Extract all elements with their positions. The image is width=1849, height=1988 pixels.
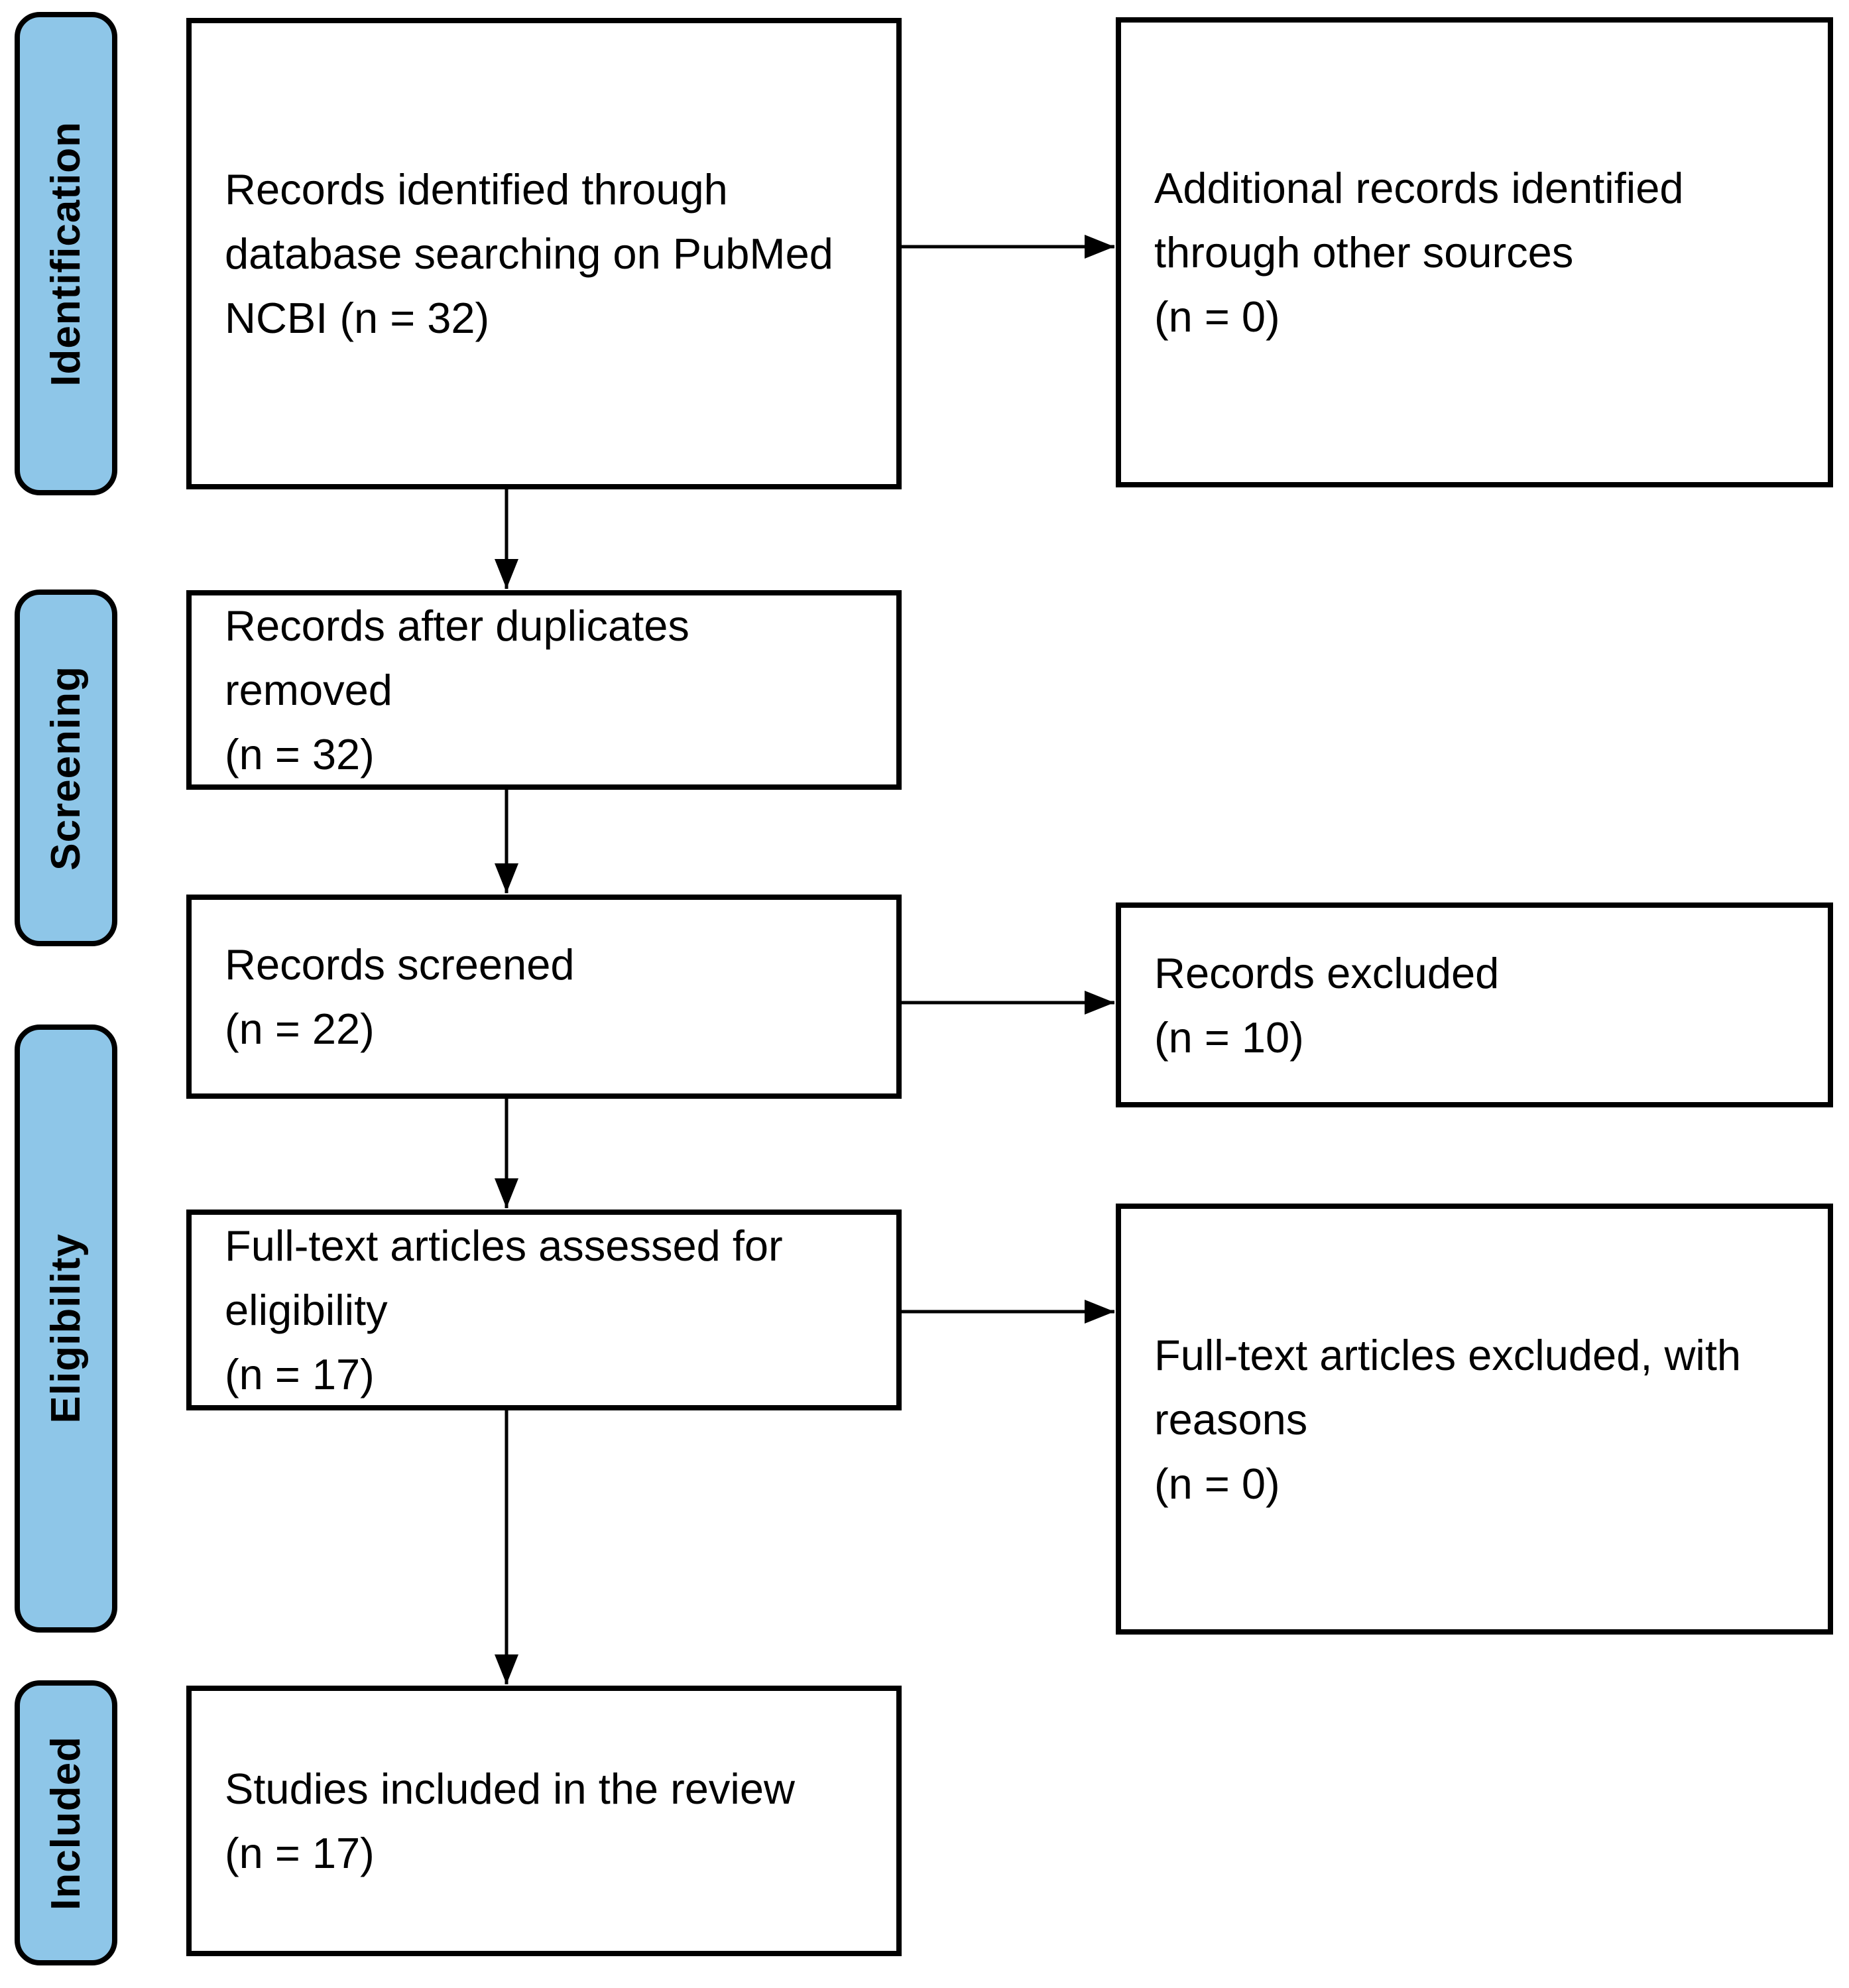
stage-eligibility: Eligibility xyxy=(15,1025,117,1633)
box-records-after-duplicates-text: Records after duplicates removed (n = 32… xyxy=(225,601,689,778)
box-records-screened-text: Records screened (n = 22) xyxy=(225,940,575,1053)
box-studies-included-text: Studies included in the review (n = 17) xyxy=(225,1765,795,1877)
stage-included-label: Included xyxy=(43,1735,89,1910)
stage-included: Included xyxy=(15,1680,117,1965)
box-fulltext-excluded: Full-text articles excluded, with reason… xyxy=(1116,1204,1833,1635)
box-fulltext-assessed: Full-text articles assessed for eligibil… xyxy=(186,1210,902,1410)
box-additional-records: Additional records identified through ot… xyxy=(1116,17,1833,487)
stage-identification-label: Identification xyxy=(43,121,89,387)
stage-eligibility-label: Eligibility xyxy=(43,1233,89,1424)
stage-screening-label: Screening xyxy=(43,665,89,871)
box-records-identified-text: Records identified through database sear… xyxy=(225,165,833,342)
box-studies-included: Studies included in the review (n = 17) xyxy=(186,1686,902,1956)
box-records-identified: Records identified through database sear… xyxy=(186,18,902,489)
stage-identification: Identification xyxy=(15,12,117,495)
box-fulltext-excluded-text: Full-text articles excluded, with reason… xyxy=(1154,1330,1742,1508)
box-records-screened: Records screened (n = 22) xyxy=(186,895,902,1099)
box-records-after-duplicates: Records after duplicates removed (n = 32… xyxy=(186,590,902,790)
stage-screening: Screening xyxy=(15,590,117,946)
box-fulltext-assessed-text: Full-text articles assessed for eligibil… xyxy=(225,1221,783,1398)
box-records-excluded-text: Records excluded (n = 10) xyxy=(1154,948,1500,1062)
box-additional-records-text: Additional records identified through ot… xyxy=(1154,164,1684,341)
box-records-excluded: Records excluded (n = 10) xyxy=(1116,902,1833,1107)
